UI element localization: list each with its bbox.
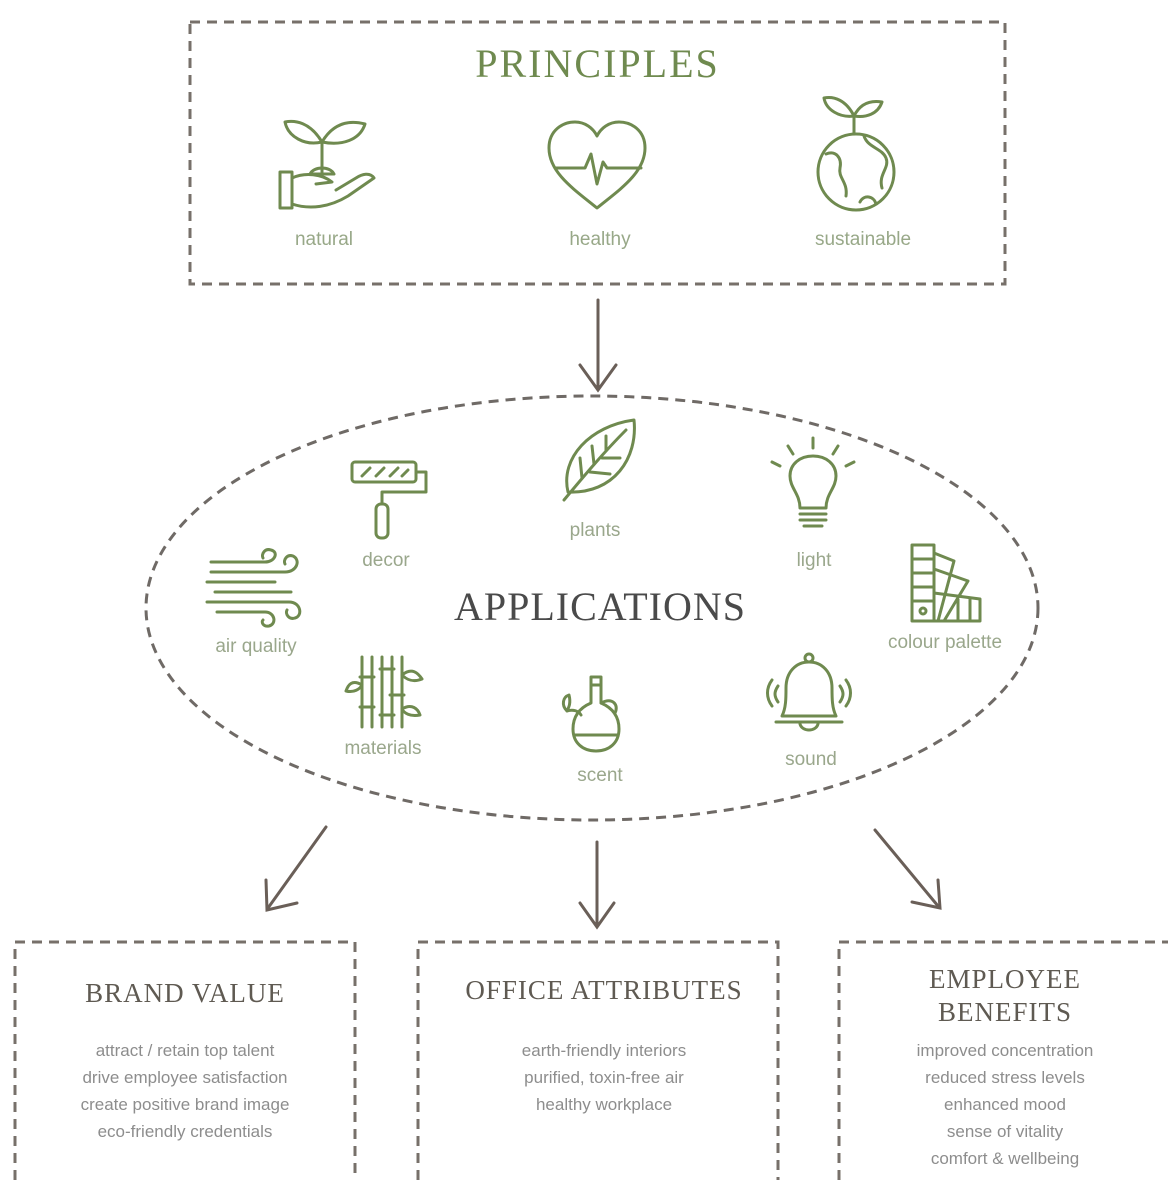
list-item: enhanced mood bbox=[944, 1095, 1066, 1114]
list-item: improved concentration bbox=[916, 1041, 1094, 1060]
bell-icon bbox=[766, 652, 852, 732]
list-item: drive employee satisfaction bbox=[82, 1068, 288, 1087]
light-bulb-icon bbox=[770, 436, 856, 528]
brand-value-title: BRAND VALUE bbox=[85, 978, 285, 1008]
application-label-scent: scent bbox=[577, 765, 623, 786]
employee-benefits-title: EMPLOYEE BENEFITS bbox=[929, 964, 1081, 1027]
list-item: purified, toxin-free air bbox=[524, 1068, 684, 1087]
principles-title: PRINCIPLES bbox=[475, 41, 720, 86]
office-attributes-title: OFFICE ATTRIBUTES bbox=[465, 975, 743, 1005]
leaf-icon bbox=[562, 418, 636, 502]
list-item: create positive brand image bbox=[80, 1095, 290, 1114]
application-label-plants: plants bbox=[569, 520, 621, 541]
list-item: attract / retain top talent bbox=[95, 1041, 275, 1060]
application-label-air-quality: air quality bbox=[215, 636, 297, 657]
application-label-decor: decor bbox=[362, 550, 410, 571]
arrow-to-employee-benefits bbox=[873, 828, 942, 910]
application-label-light: light bbox=[796, 550, 832, 571]
list-item: eco-friendly credentials bbox=[97, 1122, 273, 1141]
heart-pulse-icon bbox=[547, 120, 647, 210]
list-item: reduced stress levels bbox=[925, 1068, 1085, 1087]
arrow-principles-to-applications bbox=[578, 298, 618, 393]
list-item: healthy workplace bbox=[535, 1095, 673, 1114]
applications-ellipse bbox=[144, 394, 1040, 822]
swatch-fan-icon bbox=[910, 543, 982, 623]
applications-title: APPLICATIONS bbox=[453, 584, 747, 629]
list-item: sense of vitality bbox=[946, 1122, 1064, 1141]
globe-sprout-icon bbox=[816, 96, 896, 212]
office-attributes-box bbox=[416, 940, 780, 1180]
list-item: earth-friendly interiors bbox=[521, 1041, 687, 1060]
principle-label-sustainable: sustainable bbox=[814, 229, 912, 250]
brand-value-box bbox=[13, 940, 357, 1180]
employee-benefits-box bbox=[837, 940, 1168, 1180]
principle-label-natural: natural bbox=[294, 229, 354, 250]
application-label-materials: materials bbox=[344, 738, 422, 759]
application-label-sound: sound bbox=[785, 749, 837, 770]
principle-label-healthy: healthy bbox=[569, 229, 631, 250]
brand-value-list: attract / retain top talent drive employ… bbox=[15, 1037, 355, 1145]
office-attributes-list: earth-friendly interiors purified, toxin… bbox=[418, 1037, 790, 1118]
plant-in-hand-icon bbox=[278, 119, 376, 210]
arrow-to-brand-value bbox=[264, 825, 328, 912]
application-label-colour-palette: colour palette bbox=[887, 632, 1003, 653]
arrow-to-office-attributes bbox=[578, 840, 616, 930]
wind-icon bbox=[205, 548, 302, 628]
principles-box bbox=[188, 20, 1007, 286]
employee-benefits-list: improved concentration reduced stress le… bbox=[850, 1037, 1160, 1172]
list-item: comfort & wellbeing bbox=[930, 1149, 1080, 1168]
paint-roller-icon bbox=[350, 460, 428, 540]
bamboo-icon bbox=[344, 655, 424, 729]
oil-bottle-icon bbox=[561, 675, 621, 753]
